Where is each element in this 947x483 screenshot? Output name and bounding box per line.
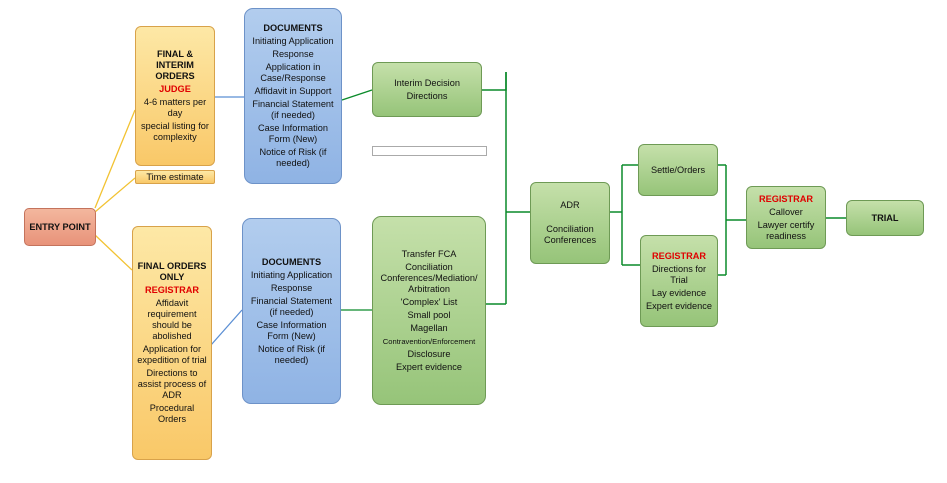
time-estimate-box: Time estimate <box>135 170 215 184</box>
trial-label: TRIAL <box>871 212 899 223</box>
connector-entry-to-time <box>94 177 136 213</box>
entry-point-label: ENTRY POINT <box>29 221 91 232</box>
interim-item: Interim Decision <box>394 77 460 88</box>
documents-bottom-title: DOCUMENTS <box>261 256 322 267</box>
documents-bottom-item: Financial Statement (if needed) <box>250 295 333 317</box>
registrar-directions-item: Expert evidence <box>646 300 712 311</box>
documents-bottom-item: Response <box>270 282 313 293</box>
callover-box: REGISTRAR Callover Lawyer certify readin… <box>746 186 826 249</box>
settle-orders-box: Settle/Orders <box>638 144 718 196</box>
registrar-label: REGISTRAR <box>144 285 200 295</box>
documents-bottom-item: Notice of Risk (if needed) <box>258 343 325 365</box>
connector-entry-to-final <box>94 234 133 271</box>
final-orders-item: Procedural Orders <box>149 403 195 424</box>
final-interim-title: FINAL & INTERIM ORDERS <box>155 49 195 81</box>
settle-orders-label: Settle/Orders <box>650 164 706 175</box>
documents-top-item: Notice of Risk (if needed) <box>259 147 327 168</box>
documents-bottom-item: Initiating Application <box>250 269 333 280</box>
connector-entry-to-interim <box>94 109 136 209</box>
documents-top-title: DOCUMENTS <box>263 23 323 33</box>
pathway-item: Transfer FCA <box>401 248 457 259</box>
documents-top-item: Response <box>272 49 314 59</box>
pathway-item: Expert evidence <box>396 361 462 372</box>
pathway-item: Disclosure <box>407 348 451 359</box>
final-interim-orders-box: FINAL & INTERIM ORDERS JUDGE 4-6 matters… <box>135 26 215 166</box>
judge-label: JUDGE <box>159 84 191 94</box>
pathways-box: Transfer FCA Conciliation Conferences/Me… <box>372 216 486 405</box>
registrar-directions-item: Lay evidence <box>651 287 707 298</box>
blank-placeholder-box <box>372 146 487 156</box>
callover-item: Callover <box>769 206 803 217</box>
documents-bottom-box: DOCUMENTS Initiating Application Respons… <box>242 218 341 404</box>
final-interim-item: 4-6 matters per day <box>143 97 207 118</box>
documents-top-item: Initiating Application <box>252 36 334 46</box>
registrar-directions-role: REGISTRAR <box>651 250 707 261</box>
final-orders-item: Directions to assist process of ADR <box>137 368 207 400</box>
documents-top-item: Case Information Form (New) <box>258 123 328 144</box>
entry-point-box: ENTRY POINT <box>24 208 96 246</box>
interim-item: Directions <box>406 90 448 101</box>
adr-title: ADR <box>560 200 580 210</box>
pathway-item: Magellan <box>410 322 448 333</box>
documents-top-box: DOCUMENTS Initiating Application Respons… <box>244 8 342 184</box>
documents-top-item: Financial Statement (if needed) <box>252 99 334 120</box>
final-orders-only-box: FINAL ORDERS ONLY REGISTRAR Affidavit re… <box>132 226 212 460</box>
final-interim-item: special listing for complexity <box>141 121 209 142</box>
connector-docs-to-interim <box>341 89 373 101</box>
pathway-item: Conciliation Conferences/Mediation/ Arbi… <box>380 261 478 294</box>
trial-box: TRIAL <box>846 200 924 236</box>
adr-item: Conciliation Conferences <box>543 224 597 245</box>
documents-top-item: Application in Case/Response <box>260 62 326 83</box>
interim-decision-box: Interim Decision Directions <box>372 62 482 117</box>
pathway-item: Contravention/Enforcement <box>382 336 476 346</box>
pathway-item: 'Complex' List <box>400 296 458 307</box>
final-orders-item: Affidavit requirement should be abolishe… <box>147 298 197 341</box>
registrar-directions-box: REGISTRAR Directions for Trial Lay evide… <box>640 235 718 327</box>
final-orders-item: Application for expedition of trial <box>137 344 207 365</box>
connector-final-to-docs <box>210 309 243 346</box>
connector-interim-to-adr <box>482 72 507 91</box>
callover-role: REGISTRAR <box>758 193 814 204</box>
final-orders-only-title: FINAL ORDERS ONLY <box>137 261 207 282</box>
pathway-item: Small pool <box>407 309 451 320</box>
adr-box: ADR Conciliation Conferences <box>530 182 610 264</box>
callover-item: Lawyer certify readiness <box>757 219 815 241</box>
documents-top-item: Affidavit in Support <box>254 86 332 96</box>
registrar-directions-item: Directions for Trial <box>651 263 707 285</box>
documents-bottom-item: Case Information Form (New) <box>256 319 327 341</box>
time-estimate-label: Time estimate <box>146 171 204 182</box>
